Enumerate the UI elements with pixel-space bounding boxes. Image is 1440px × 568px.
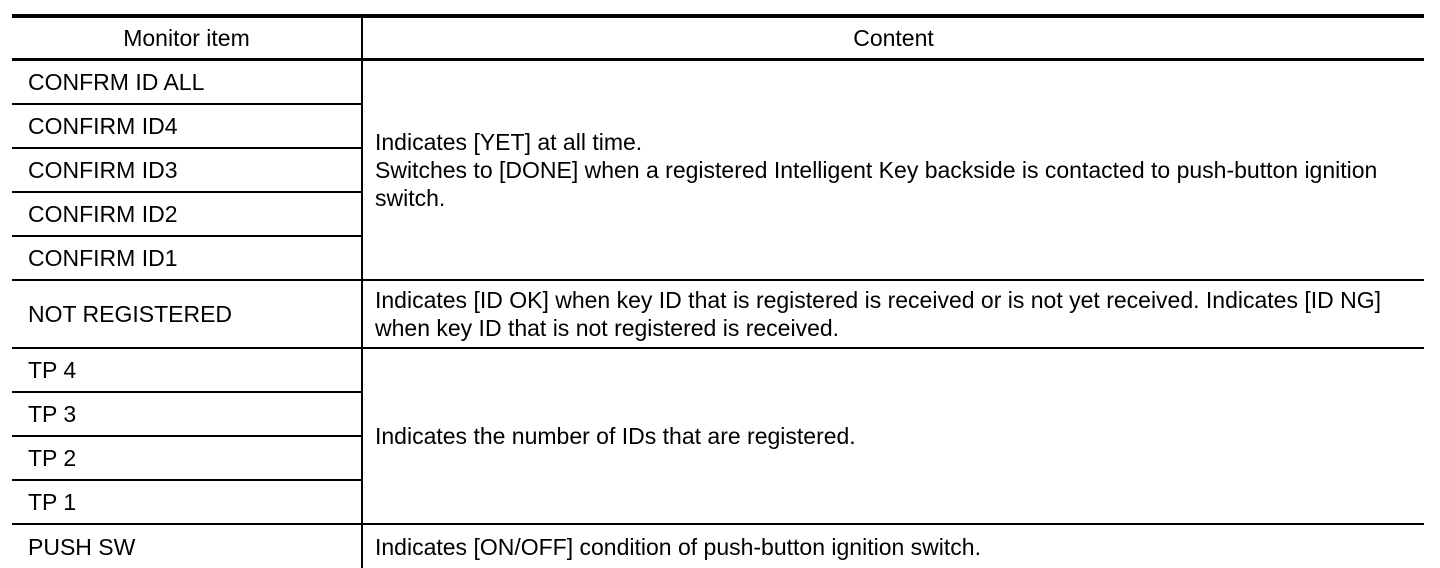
table-row: CONFRM ID ALL Indicates [YET] at all tim… (12, 59, 1424, 281)
table-row: PUSH SW Indicates [ON/OFF] condition of … (12, 524, 1424, 568)
table-row: TP 1 (12, 480, 1424, 525)
content-tp-group: Indicates the number of IDs that are reg… (362, 348, 1424, 525)
monitor-item-confirm-id3: CONFIRM ID3 (12, 148, 363, 193)
monitor-item-confirm-id4: CONFIRM ID4 (12, 104, 363, 149)
table-row: NOT REGISTERED Indicates [ID OK] when ke… (12, 280, 1424, 349)
table-row: CONFIRM ID1 (12, 236, 1424, 281)
monitor-item-tp1: TP 1 (12, 480, 363, 525)
monitor-item-confrm-id-all: CONFRM ID ALL (12, 59, 363, 105)
table-row: CONFIRM ID4 (12, 104, 1424, 149)
monitor-item-push-sw: PUSH SW (12, 524, 363, 568)
monitor-item-tp4: TP 4 (12, 348, 363, 393)
table-row: TP 2 (12, 436, 1424, 481)
monitor-item-confirm-id2: CONFIRM ID2 (12, 192, 363, 237)
monitor-item-tp3: TP 3 (12, 392, 363, 437)
content-push-sw: Indicates [ON/OFF] condition of push-but… (362, 524, 1424, 568)
table-header-row: Monitor item Content (12, 16, 1424, 61)
monitor-item-confirm-id1: CONFIRM ID1 (12, 236, 363, 281)
monitor-item-table: Monitor item Content CONFRM ID ALL Indic… (12, 14, 1424, 568)
monitor-item-not-registered: NOT REGISTERED (12, 280, 363, 349)
table-row: TP 4 Indicates the number of IDs that ar… (12, 348, 1424, 525)
content-not-registered: Indicates [ID OK] when key ID that is re… (362, 280, 1424, 349)
table-row: TP 3 (12, 392, 1424, 437)
content-confirm-id-group: Indicates [YET] at all time. Switches to… (362, 59, 1424, 281)
column-header-monitor-item: Monitor item (12, 16, 363, 61)
monitor-item-tp2: TP 2 (12, 436, 363, 481)
table-row: CONFIRM ID3 (12, 148, 1424, 193)
table-row: CONFIRM ID2 (12, 192, 1424, 237)
column-header-content: Content (362, 16, 1424, 61)
